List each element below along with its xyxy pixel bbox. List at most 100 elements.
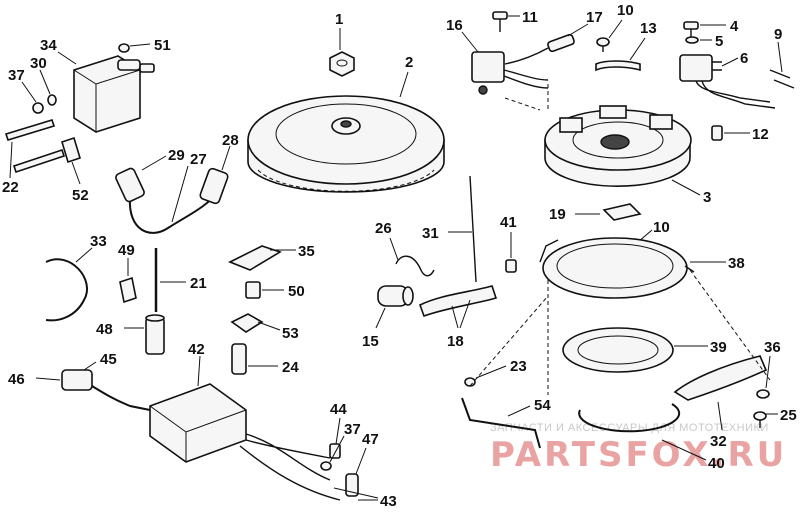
callout-28: 28 bbox=[222, 132, 239, 149]
callout-37-lower: 37 bbox=[344, 421, 361, 438]
callout-40: 40 bbox=[708, 455, 725, 472]
watermark-brand: PARTSFOX.RU bbox=[490, 435, 787, 475]
terminal-50 bbox=[245, 281, 261, 299]
bracket-arm-35 bbox=[228, 245, 282, 271]
callout-27: 27 bbox=[190, 151, 207, 168]
callout-16: 16 bbox=[446, 17, 463, 34]
callout-33: 33 bbox=[90, 233, 107, 250]
callout-37-top: 37 bbox=[8, 67, 25, 84]
link-rod-31 bbox=[469, 175, 477, 283]
harness-wires bbox=[239, 433, 341, 501]
callout-35: 35 bbox=[298, 243, 315, 260]
connector-17 bbox=[504, 33, 575, 65]
connector-45 bbox=[61, 369, 93, 391]
callout-47: 47 bbox=[362, 431, 379, 448]
callout-54: 54 bbox=[534, 397, 551, 414]
callout-24: 24 bbox=[282, 359, 299, 376]
callout-5: 5 bbox=[715, 33, 723, 50]
lockwasher-30 bbox=[47, 94, 57, 106]
callout-13: 13 bbox=[640, 20, 657, 37]
retainer-ring-39 bbox=[562, 327, 674, 373]
screw-11 bbox=[492, 11, 508, 32]
power-pack-42 bbox=[149, 383, 247, 463]
wire-terminals-9 bbox=[769, 69, 795, 89]
screw-41 bbox=[505, 259, 517, 273]
ignition-coil-34 bbox=[73, 55, 155, 133]
sleeve-24 bbox=[231, 343, 247, 375]
connector-47 bbox=[345, 473, 359, 497]
throttle-cam-32 bbox=[673, 355, 768, 401]
stator-plate bbox=[544, 105, 692, 187]
spark-plug-boot-29 bbox=[115, 167, 145, 203]
spring-clip-26 bbox=[395, 255, 435, 277]
timer-base-16 bbox=[471, 51, 549, 95]
callout-1: 1 bbox=[335, 11, 343, 28]
callout-4: 4 bbox=[730, 18, 739, 35]
callout-23: 23 bbox=[510, 358, 527, 375]
throttle-link-54 bbox=[461, 397, 541, 449]
snap-ring-40 bbox=[578, 403, 681, 433]
callout-26: 26 bbox=[375, 220, 392, 237]
callout-6: 6 bbox=[740, 50, 748, 67]
screws-22 bbox=[4, 119, 66, 174]
callout-19: 19 bbox=[549, 206, 566, 223]
watermark-caption: ЗАПЧАСТИ И АКСЕССУАРЫ ДЛЯ МОТОТЕХНИКИ bbox=[490, 422, 769, 434]
callout-32: 32 bbox=[710, 433, 727, 450]
callout-51: 51 bbox=[154, 37, 171, 54]
ground-wire-33 bbox=[45, 258, 88, 322]
callout-45: 45 bbox=[100, 351, 117, 368]
callout-31: 31 bbox=[422, 225, 439, 242]
callout-17: 17 bbox=[586, 9, 603, 26]
callout-38: 38 bbox=[728, 255, 745, 272]
callout-10-top: 10 bbox=[617, 2, 634, 19]
callout-42: 42 bbox=[188, 341, 205, 358]
spacer-48 bbox=[145, 314, 165, 355]
clamp-53 bbox=[230, 313, 264, 333]
clamp-52 bbox=[61, 136, 81, 164]
callout-18: 18 bbox=[447, 333, 464, 350]
callout-53: 53 bbox=[282, 325, 299, 342]
callout-29: 29 bbox=[168, 147, 185, 164]
callout-15: 15 bbox=[362, 333, 379, 350]
callout-9: 9 bbox=[774, 26, 782, 43]
support-plate-38 bbox=[539, 237, 695, 299]
callout-39: 39 bbox=[710, 339, 727, 356]
callout-49: 49 bbox=[118, 242, 135, 259]
callout-36: 36 bbox=[764, 339, 781, 356]
tube-18 bbox=[419, 285, 498, 318]
callout-34: 34 bbox=[40, 37, 57, 54]
spark-plug-lead-27 bbox=[128, 189, 221, 234]
callout-52: 52 bbox=[72, 187, 89, 204]
callout-12: 12 bbox=[752, 126, 769, 143]
sleeve-15 bbox=[377, 285, 414, 307]
callout-10-lower: 10 bbox=[653, 219, 670, 236]
spark-plug-boot-28 bbox=[199, 167, 229, 205]
washer-5 bbox=[685, 36, 699, 44]
washer-37-top bbox=[32, 102, 44, 114]
callout-46: 46 bbox=[8, 371, 25, 388]
callout-2: 2 bbox=[405, 54, 413, 71]
screw-12 bbox=[711, 125, 723, 141]
callout-22: 22 bbox=[2, 179, 19, 196]
washer-37-lower bbox=[320, 461, 332, 471]
callout-30: 30 bbox=[30, 55, 47, 72]
flywheel-nut bbox=[329, 51, 355, 77]
callout-41: 41 bbox=[500, 214, 517, 231]
nut-51 bbox=[118, 43, 130, 53]
callout-21: 21 bbox=[190, 275, 207, 292]
callout-3: 3 bbox=[703, 189, 711, 206]
sensor-coil-6 bbox=[679, 54, 776, 109]
screw-10-top bbox=[596, 37, 610, 52]
harness-cable bbox=[91, 385, 151, 411]
callout-25: 25 bbox=[780, 407, 797, 424]
flywheel bbox=[247, 95, 445, 193]
callout-11: 11 bbox=[522, 9, 538, 26]
callout-48: 48 bbox=[96, 321, 113, 338]
callout-43: 43 bbox=[380, 493, 397, 510]
screw-23 bbox=[464, 377, 476, 387]
bracket-19 bbox=[602, 203, 642, 221]
callout-44: 44 bbox=[330, 401, 347, 418]
washer-36 bbox=[756, 389, 770, 399]
screw-25 bbox=[753, 411, 767, 428]
